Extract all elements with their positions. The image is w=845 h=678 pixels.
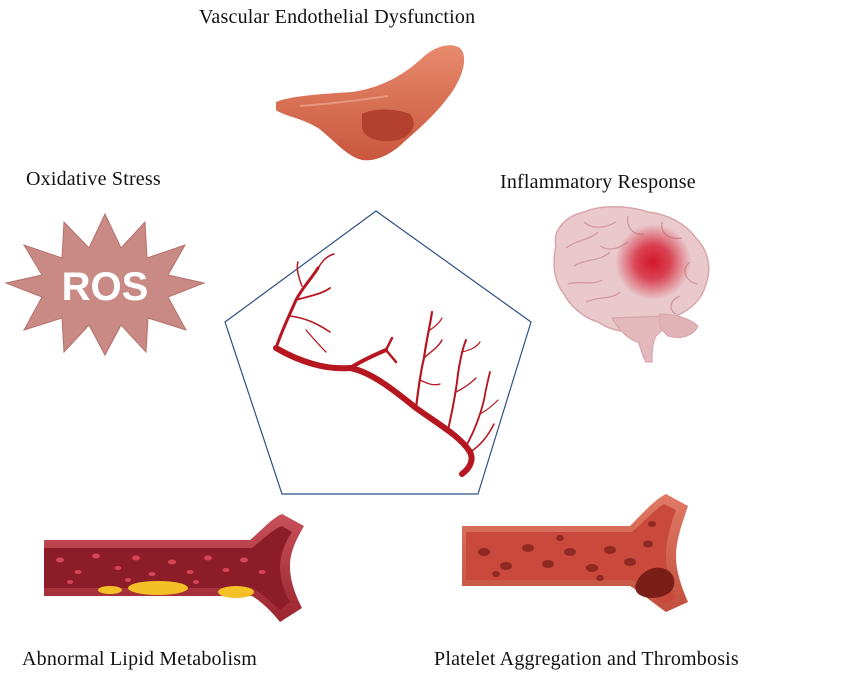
lipid-vessel-icon xyxy=(44,514,304,622)
ros-text: ROS xyxy=(62,265,149,309)
thrombus-clot xyxy=(635,567,675,598)
blood-vessel-icon xyxy=(273,253,499,477)
label-oxidative-stress: Oxidative Stress xyxy=(26,168,161,190)
lipid-plaque xyxy=(218,586,254,598)
lipid-plaque xyxy=(128,581,188,595)
label-abnormal-lipid-metabolism: Abnormal Lipid Metabolism xyxy=(22,648,257,670)
label-inflammatory-response: Inflammatory Response xyxy=(500,171,696,193)
label-vascular-endothelial-dysfunction: Vascular Endothelial Dysfunction xyxy=(199,6,476,28)
thrombosis-vessel-icon xyxy=(462,494,688,612)
endothelial-cell-icon xyxy=(276,45,465,161)
central-pentagon xyxy=(224,210,532,495)
label-platelet-aggregation: Platelet Aggregation and Thrombosis xyxy=(434,648,739,670)
ros-starburst-icon: ROS xyxy=(4,212,206,357)
brain-inflammation-icon xyxy=(553,205,710,363)
lipid-plaque xyxy=(98,586,122,594)
